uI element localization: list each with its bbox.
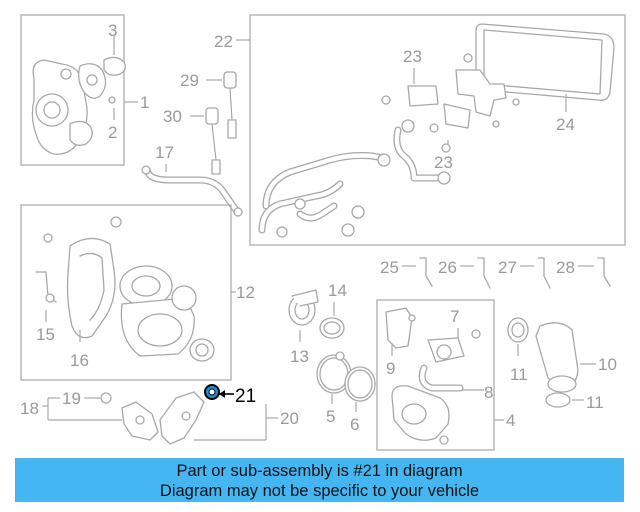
- callout-8[interactable]: 8: [484, 383, 493, 402]
- callout-22[interactable]: 22: [214, 32, 233, 51]
- callout-5[interactable]: 5: [326, 407, 335, 426]
- callout-4[interactable]: 4: [506, 411, 515, 430]
- callout-18[interactable]: 18: [20, 399, 39, 418]
- callout-15[interactable]: 15: [36, 325, 55, 344]
- callout-25[interactable]: 25: [380, 258, 399, 277]
- callout-23a[interactable]: 23: [403, 47, 422, 66]
- callout-2[interactable]: 2: [108, 123, 117, 142]
- callout-11b[interactable]: 11: [586, 393, 604, 412]
- callout-29[interactable]: 29: [180, 71, 199, 90]
- group-box-12: 12 16 15: [20, 204, 255, 381]
- clamp-group: 13 14: [288, 281, 347, 366]
- callout-21-arrow-icon: [219, 390, 225, 398]
- callout-20[interactable]: 20: [280, 409, 299, 428]
- callout-9[interactable]: 9: [386, 359, 395, 378]
- callout-23b[interactable]: 23: [434, 153, 453, 172]
- callout-14[interactable]: 14: [328, 281, 347, 300]
- callout-10[interactable]: 10: [598, 355, 617, 374]
- callout-1[interactable]: 1: [140, 93, 149, 112]
- callout-28[interactable]: 28: [556, 258, 575, 277]
- banner-line-disclaimer: Diagram may not be specific to your vehi…: [159, 482, 480, 500]
- callout-30[interactable]: 30: [163, 107, 182, 126]
- group-box-22: 22 24 23 23: [214, 14, 626, 246]
- group-box-20: 18 19 20 21: [20, 384, 299, 445]
- callout-27[interactable]: 27: [498, 258, 517, 277]
- callout-19[interactable]: 19: [62, 389, 81, 408]
- callout-3[interactable]: 3: [108, 21, 117, 40]
- callout-26[interactable]: 26: [438, 258, 457, 277]
- callout-17[interactable]: 17: [155, 143, 174, 162]
- callout-13[interactable]: 13: [290, 347, 309, 366]
- info-banner: Part or sub-assembly is #21 in diagram D…: [15, 458, 624, 502]
- group-box-1: 1 3 2: [20, 14, 149, 166]
- callout-21[interactable]: 21: [235, 386, 256, 407]
- callout-12[interactable]: 12: [236, 283, 255, 302]
- ring-group: 5 6: [316, 351, 376, 434]
- sensor-row: 25 26 27 28: [380, 257, 611, 289]
- part-21-center: [208, 388, 216, 396]
- banner-line-part: Part or sub-assembly is #21 in diagram: [176, 462, 463, 480]
- callout-24[interactable]: 24: [556, 115, 575, 134]
- callout-16[interactable]: 16: [70, 351, 89, 370]
- callout-11a[interactable]: 11: [510, 365, 528, 384]
- callout-6[interactable]: 6: [350, 415, 359, 434]
- sensor-group: 29 30 17: [141, 71, 243, 217]
- intake-group: 11 10 11: [507, 317, 617, 412]
- callout-7[interactable]: 7: [450, 307, 459, 326]
- group-box-4: 4 9 7 8: [376, 299, 515, 451]
